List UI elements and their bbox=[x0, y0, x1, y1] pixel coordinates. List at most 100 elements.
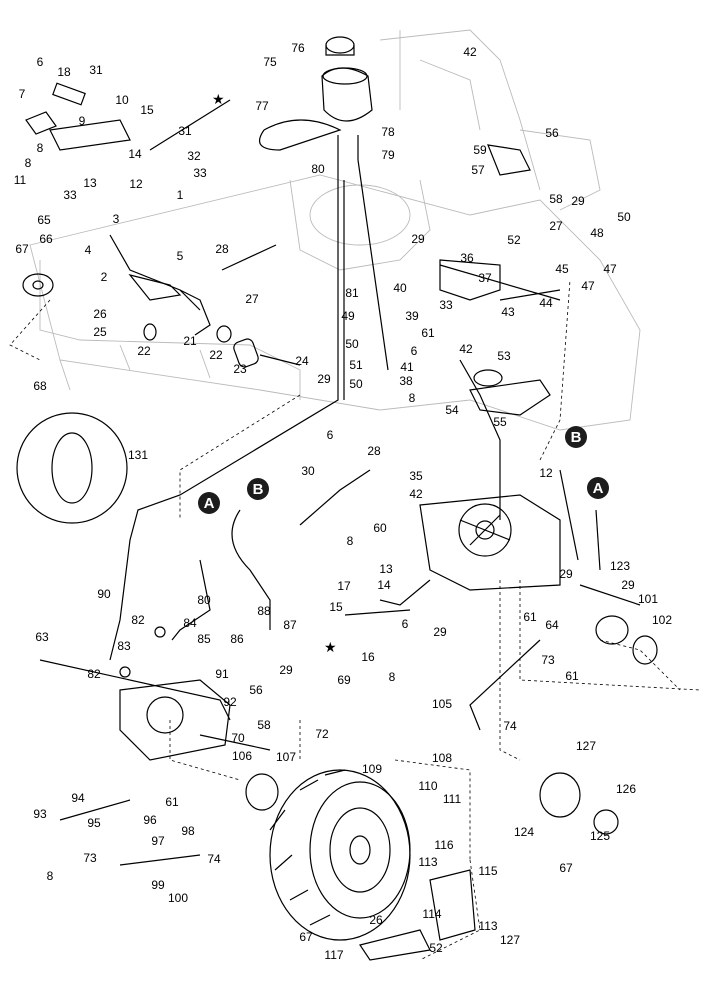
part-number-label: 40 bbox=[393, 281, 407, 295]
part-number-label: 53 bbox=[497, 349, 511, 363]
part-number-label: 12 bbox=[129, 177, 143, 191]
part-number-label: 97 bbox=[151, 834, 165, 848]
part-number-label: 65 bbox=[37, 213, 51, 227]
part-number-label: 98 bbox=[181, 824, 195, 838]
part-number-label: 80 bbox=[197, 593, 211, 607]
part-number-label: 105 bbox=[432, 697, 452, 711]
part-number-label: 99 bbox=[151, 878, 165, 892]
part-number-label: 26 bbox=[93, 307, 107, 321]
part-number-label: 87 bbox=[283, 618, 297, 632]
part-number-label: 93 bbox=[33, 807, 47, 821]
part-number-label: 74 bbox=[503, 719, 517, 733]
chassis-outline bbox=[29, 29, 641, 431]
callout-circle bbox=[247, 478, 269, 500]
part-number-label: 29 bbox=[621, 578, 635, 592]
part-number-label: 13 bbox=[379, 562, 393, 576]
part-number-label: 108 bbox=[432, 751, 452, 765]
part-number-label: 37 bbox=[478, 271, 492, 285]
part-number-label: 95 bbox=[87, 816, 101, 830]
part-number-label: 42 bbox=[459, 342, 473, 356]
part-number-label: 109 bbox=[362, 762, 382, 776]
part-number-label: 51 bbox=[349, 358, 363, 372]
part-number-label: 42 bbox=[463, 45, 477, 59]
part-number-label: 15 bbox=[329, 600, 343, 614]
part-number-label: 88 bbox=[257, 604, 271, 618]
part-number-label: 8 bbox=[389, 670, 396, 684]
part-number-label: 38 bbox=[399, 374, 413, 388]
part-number-label: 67 bbox=[15, 242, 29, 256]
part-number-label: 111 bbox=[443, 792, 462, 806]
callout-circle bbox=[565, 426, 587, 448]
part-number-label: 18 bbox=[57, 65, 71, 79]
part-number-label: 79 bbox=[381, 148, 395, 162]
part-number-label: 127 bbox=[576, 739, 596, 753]
part-number-label: 29 bbox=[411, 232, 425, 246]
part-number-label: 84 bbox=[183, 616, 197, 630]
part-number-label: 36 bbox=[460, 251, 474, 265]
part-number-label: 29 bbox=[279, 663, 293, 677]
part-number-label: 8 bbox=[47, 869, 54, 883]
part-number-label: 4 bbox=[85, 243, 92, 257]
part-number-label: 9 bbox=[79, 114, 86, 128]
part-number-label: 73 bbox=[541, 653, 555, 667]
part-number-label: 81 bbox=[345, 286, 359, 300]
section-callout-b: B bbox=[247, 478, 269, 500]
part-number-label: 115 bbox=[478, 864, 497, 878]
part-number-label: 7 bbox=[19, 87, 26, 101]
part-number-label: 2 bbox=[101, 270, 108, 284]
part-number-label: 125 bbox=[590, 829, 610, 843]
part-number-label: 110 bbox=[418, 779, 437, 793]
part-number-label: 56 bbox=[249, 683, 263, 697]
pump-pulley-assembly bbox=[439, 144, 551, 416]
part-number-label: 22 bbox=[137, 344, 151, 358]
part-number-label: 92 bbox=[223, 695, 237, 709]
part-number-label: 82 bbox=[87, 667, 101, 681]
part-number-label: 70 bbox=[231, 731, 245, 745]
part-number-label: 26 bbox=[369, 913, 383, 927]
part-number-label: 116 bbox=[434, 838, 453, 852]
part-number-label: 43 bbox=[501, 305, 515, 319]
part-number-label: 15 bbox=[140, 103, 154, 117]
pedal-assembly bbox=[22, 82, 259, 368]
part-number-label: 55 bbox=[493, 415, 507, 429]
part-number-label: 8 bbox=[25, 156, 32, 170]
part-number-label: 6 bbox=[402, 617, 409, 631]
part-number-label: 67 bbox=[559, 861, 573, 875]
star-marker: ★ bbox=[324, 640, 337, 656]
part-number-label: 69 bbox=[337, 673, 351, 687]
part-number-label: 67 bbox=[299, 930, 313, 944]
part-number-label: 127 bbox=[500, 933, 520, 947]
callout-letter: A bbox=[204, 495, 215, 512]
part-number-label: 61 bbox=[421, 326, 435, 340]
part-number-label: 52 bbox=[429, 941, 443, 955]
part-number-label: 44 bbox=[539, 296, 553, 310]
callout-letter: B bbox=[253, 481, 264, 498]
part-number-label: 10 bbox=[115, 93, 129, 107]
part-number-label: 50 bbox=[349, 377, 363, 391]
part-number-label: 50 bbox=[617, 210, 631, 224]
part-number-label: 96 bbox=[143, 813, 157, 827]
part-number-label: 58 bbox=[257, 718, 271, 732]
part-number-label: 14 bbox=[377, 578, 391, 592]
part-number-label: 3 bbox=[113, 212, 120, 226]
part-number-label: 107 bbox=[276, 750, 296, 764]
part-number-label: 91 bbox=[215, 667, 229, 681]
part-number-label: 50 bbox=[345, 337, 359, 351]
inner-tube bbox=[16, 412, 128, 524]
part-number-label: 80 bbox=[311, 162, 325, 176]
part-number-label: 57 bbox=[471, 163, 485, 177]
assembly-leaders bbox=[9, 279, 701, 961]
part-number-label: 86 bbox=[230, 632, 244, 646]
part-number-label: 47 bbox=[603, 262, 617, 276]
part-number-label: 101 bbox=[638, 592, 658, 606]
part-number-label: 131 bbox=[128, 448, 148, 462]
part-number-label: 64 bbox=[545, 618, 559, 632]
part-number-label: 23 bbox=[233, 362, 247, 376]
transmission-left bbox=[119, 626, 231, 761]
part-number-label: 59 bbox=[473, 143, 487, 157]
cables-and-rods bbox=[39, 99, 641, 866]
part-number-label: 31 bbox=[89, 63, 103, 77]
